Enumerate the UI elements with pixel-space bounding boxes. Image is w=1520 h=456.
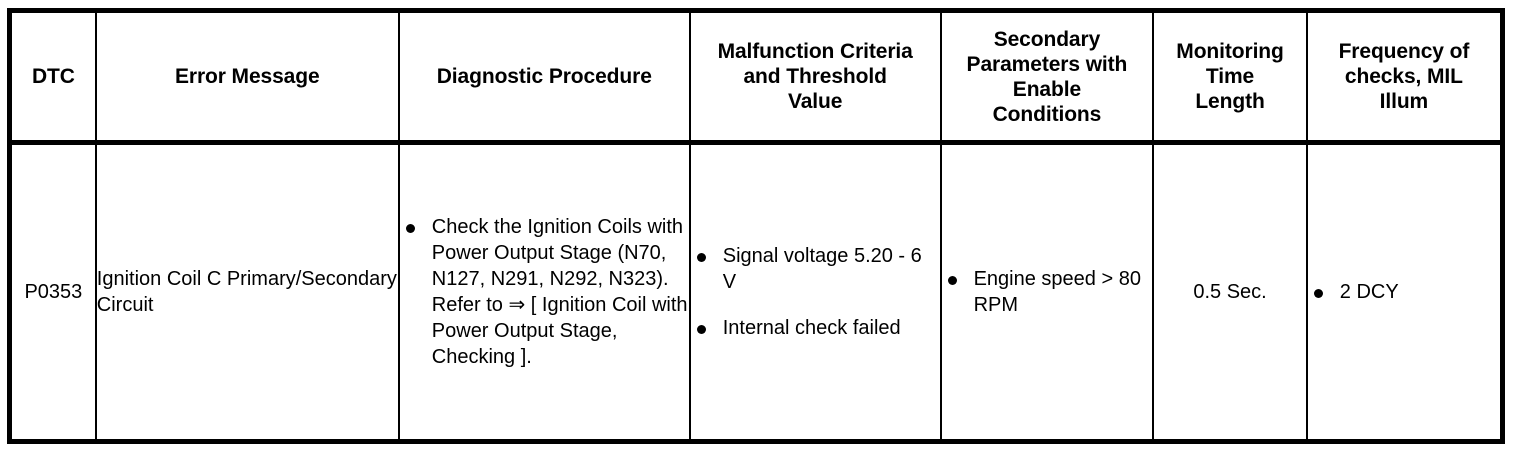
bullet-icon [947,276,957,285]
malfunction-criteria-item-text: Internal check failed [722,317,901,339]
column-header-diagnostic-procedure: Diagnostic Procedure [397,10,691,145]
column-header-error-message: Error Message [94,10,400,145]
column-header-secondary-parameters-line1: Secondary [993,27,1101,51]
bullet-icon [696,325,706,334]
column-header-frequency-mil: Frequency of checks, MIL Illum [1305,10,1504,145]
column-header-frequency-mil-line1: Frequency of [1338,40,1470,63]
column-header-secondary-parameters-line2: Parameters with [966,52,1128,76]
cell-frequency-of-checks: 2 DCY [1305,142,1504,442]
bullet-icon [696,253,706,262]
column-header-malfunction-criteria: Malfunction Criteria and Threshold Value [688,10,942,145]
column-header-dtc: DTC [8,10,97,145]
column-header-malfunction-criteria-line2: and Threshold [743,65,887,88]
column-header-monitoring-time-line3: Length [1195,90,1265,113]
frequency-of-checks-list: 2 DCY [1308,279,1500,305]
cell-dtc-code: P0353 [8,142,97,442]
column-header-monitoring-time-line1: Monitoring [1176,40,1284,63]
error-message-value: Ignition Coil C Primary/Secondary Circui… [96,268,397,316]
column-header-malfunction-criteria-line1: Malfunction Criteria [717,40,913,63]
secondary-parameters-item-text: Engine speed > 80 RPM [973,268,1141,316]
column-header-secondary-parameters-line3: Enable [1012,77,1082,101]
column-header-error-message-label: Error Message [174,65,320,88]
malfunction-criteria-list: Signal voltage 5.20 - 6 V Internal check… [691,243,940,341]
frequency-of-checks-item-text: 2 DCY [1339,281,1399,303]
secondary-parameters-list: Engine speed > 80 RPM [942,266,1153,318]
cell-diagnostic-procedure: Check the Ignition Coils with Power Outp… [397,142,691,442]
diagnostic-procedure-list: Check the Ignition Coils with Power Outp… [400,214,689,370]
column-header-monitoring-time-line2: Time [1205,65,1255,88]
list-item: 2 DCY [1308,279,1500,305]
column-header-diagnostic-procedure-label: Diagnostic Procedure [436,65,652,88]
column-header-frequency-mil-line3: Illum [1379,90,1429,113]
column-header-malfunction-criteria-line3: Value [787,90,843,113]
diagnostic-procedure-item-text: Check the Ignition Coils with Power Outp… [431,216,688,368]
cell-malfunction-criteria: Signal voltage 5.20 - 6 V Internal check… [688,142,942,442]
column-header-monitoring-time: Monitoring Time Length [1152,10,1308,145]
monitoring-time-length-value: 0.5 Sec. [1193,281,1267,303]
list-item: Engine speed > 80 RPM [942,266,1153,318]
cell-secondary-parameters: Engine speed > 80 RPM [939,142,1155,442]
column-header-dtc-label: DTC [31,65,75,88]
table-header-row: DTC Error Message Diagnostic Procedure M… [8,10,1504,145]
list-item: Signal voltage 5.20 - 6 V [691,243,940,295]
column-header-secondary-parameters-line4: Conditions [992,102,1102,126]
bullet-icon [405,224,415,233]
table-row: P0353 Ignition Coil C Primary/Secondary … [8,142,1504,442]
list-item: Check the Ignition Coils with Power Outp… [400,214,689,370]
list-item: Internal check failed [691,315,940,341]
dtc-code-value: P0353 [24,281,83,303]
bullet-icon [1313,289,1323,298]
cell-monitoring-time-length: 0.5 Sec. [1152,142,1308,442]
dtc-diagnostic-table: DTC Error Message Diagnostic Procedure M… [7,8,1505,444]
cell-error-message: Ignition Coil C Primary/Secondary Circui… [94,142,400,442]
column-header-secondary-parameters: Secondary Parameters with Enable Conditi… [939,10,1155,145]
column-header-frequency-mil-line2: checks, MIL [1344,65,1463,88]
malfunction-criteria-item-text: Signal voltage 5.20 - 6 V [722,245,922,293]
